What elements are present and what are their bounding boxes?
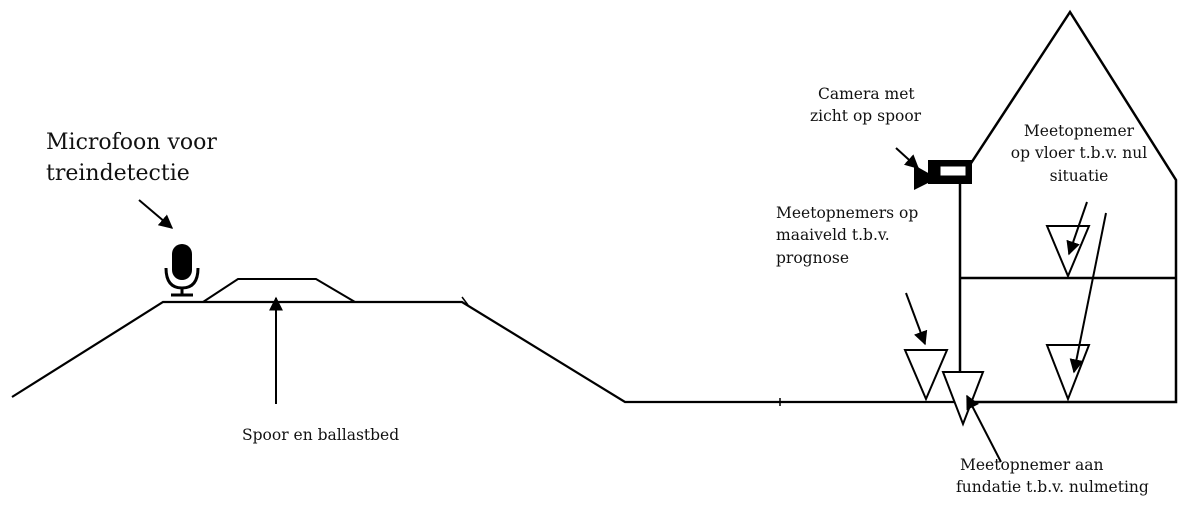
arrow-ground-sensors [905, 292, 928, 346]
video-camera-icon [914, 160, 972, 190]
label-sensor-floor-line-1: Meetopnemer [1023, 122, 1135, 140]
ballast-bed-shape [202, 278, 356, 303]
label-microphone-line-1: Microfoon voor [46, 130, 217, 155]
embankment-profile [11, 300, 957, 404]
label-sensor-floor-line-3: situatie [1049, 166, 1109, 185]
arrow-floor-sensor-upper [1066, 201, 1088, 256]
label-sensors-ground-line-3: prognose [776, 248, 850, 267]
label-sensors-ground: Meetopnemers op maaiveld t.b.v. prognose [776, 202, 918, 269]
label-sensor-floor-line-2: op vloer t.b.v. nul [1010, 144, 1148, 163]
label-track-line-1: Spoor en ballastbed [242, 426, 400, 444]
sensor-triangle-upper-floor [1045, 225, 1091, 279]
label-microphone-line-2: treindetectie [46, 160, 190, 186]
label-track: Spoor en ballastbed [242, 424, 399, 446]
label-camera-line-1: Camera met [818, 85, 915, 103]
label-camera-line-2: zicht op spoor [810, 107, 922, 126]
label-sensor-foundation-line-1: Meetopnemer aan [960, 456, 1104, 474]
label-sensor-foundation-line-2: fundatie t.b.v. nulmeting [956, 478, 1149, 497]
label-microphone: Microfoon voor treindetectie [46, 128, 217, 190]
arrow-floor-sensor-lower [1069, 212, 1107, 374]
arrow-microphone [138, 199, 174, 229]
arrow-foundation-sensor [966, 394, 1002, 463]
label-sensors-ground-line-2: maaiveld t.b.v. [776, 226, 890, 245]
label-sensor-foundation: Meetopnemer aan fundatie t.b.v. nulmetin… [956, 454, 1149, 499]
sensor-triangle-ground [903, 349, 949, 402]
sensor-triangle-ground-floor [1045, 344, 1091, 402]
label-sensor-floor: Meetopnemer op vloer t.b.v. nul situatie [990, 120, 1168, 187]
microphone-icon [164, 244, 200, 297]
label-sensors-ground-line-1: Meetopnemers op [776, 204, 919, 222]
house-outline [958, 9, 1178, 404]
arrow-camera [895, 147, 920, 169]
label-camera: Camera met zicht op spoor [810, 83, 921, 128]
ground-tick-1 [461, 296, 469, 306]
